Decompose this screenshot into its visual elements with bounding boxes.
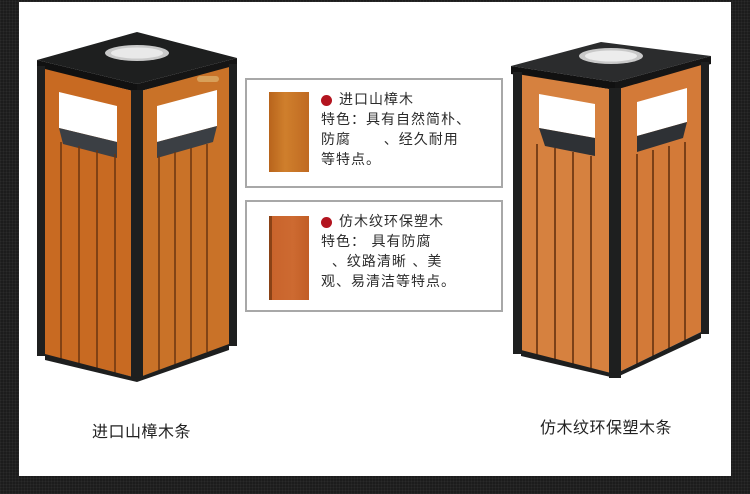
panel-line: 特色： 具有防腐	[321, 234, 432, 250]
wpc-wood-caption: 仿木纹环保塑木条	[540, 418, 673, 437]
camphor-wood-swatch	[269, 92, 309, 172]
camphor-wood-bin-image	[37, 32, 237, 382]
camphor-wood-info-panel: 进口山樟木 特色：具有自然简朴、 防腐 、经久耐用 等特点。	[245, 78, 503, 188]
panel-line: 、纹路清晰 、美	[321, 254, 443, 270]
bullet-icon	[321, 94, 332, 106]
panel-title: 进口山樟木	[339, 92, 414, 108]
panel-line: 防腐 、经久耐用	[321, 132, 459, 148]
wpc-wood-bin-image	[511, 38, 711, 378]
panel-line: 等特点。	[321, 152, 381, 168]
panel-title: 仿木纹环保塑木	[339, 214, 444, 230]
panel-line: 观、易清洁等特点。	[321, 274, 456, 290]
product-comparison-canvas: 进口山樟木 特色：具有自然简朴、 防腐 、经久耐用 等特点。 仿木纹环保塑木 特…	[19, 2, 731, 476]
panel-line: 特色：具有自然简朴、	[321, 112, 471, 128]
bullet-icon	[321, 216, 332, 228]
camphor-wood-caption: 进口山樟木条	[92, 422, 192, 441]
wpc-wood-swatch	[269, 216, 309, 300]
wpc-wood-info-panel: 仿木纹环保塑木 特色： 具有防腐 、纹路清晰 、美 观、易清洁等特点。	[245, 200, 503, 312]
